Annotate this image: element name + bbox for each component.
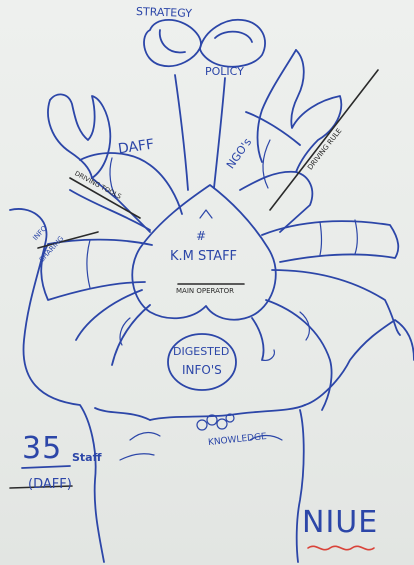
left-leg-3 [112, 305, 150, 365]
country-label: NIUE [302, 508, 378, 538]
center-rock-right [230, 405, 305, 415]
rock-detail-2 [120, 454, 154, 460]
policy-loop [200, 20, 265, 67]
digested-circle [168, 334, 236, 390]
policy-label: POLICY [205, 66, 244, 77]
driving-rule-line [270, 70, 378, 210]
staff-count-underline [22, 466, 70, 468]
strategy-label: STRATEGY [136, 6, 192, 19]
left-leg-2 [76, 290, 142, 340]
policy-loop-inner [215, 32, 252, 42]
right-arm-segment [263, 140, 270, 188]
right-claw-pincer [258, 50, 297, 162]
staff-count-label: 35 [22, 434, 62, 464]
left-leg-1-seg [87, 240, 90, 288]
right-leg-2 [272, 270, 400, 335]
body-mark-top [200, 210, 212, 218]
bubble-3 [217, 419, 227, 429]
antenna-right [214, 78, 225, 188]
right-leg-4 [252, 318, 264, 360]
staff-org-label: (DAFF) [28, 478, 72, 491]
center-rock-left [95, 408, 150, 420]
strategy-loop [144, 20, 201, 66]
left-claw-pincer [48, 100, 92, 178]
center-rock-top [150, 415, 230, 420]
main-operator-label: MAIN OPERATOR [176, 288, 234, 295]
niue-underline [308, 546, 374, 549]
infos-label: INFO'S [182, 364, 222, 376]
right-leg-1-seg [320, 222, 322, 255]
hash-label: # [196, 230, 206, 242]
right-leg-1-seg2 [355, 220, 357, 254]
left-rock [10, 209, 104, 562]
rock-detail-1 [130, 433, 160, 440]
right-leg-1 [262, 221, 398, 262]
km-staff-label: K.M STAFF [170, 250, 237, 263]
staff-word-label: Staff [72, 452, 102, 463]
right-leg-3 [266, 300, 332, 410]
bubble-1 [197, 420, 207, 430]
strategy-loop-inner [160, 30, 185, 52]
left-claw [50, 94, 150, 232]
antenna-left [175, 75, 188, 190]
digested-label: DIGESTED [173, 346, 229, 357]
